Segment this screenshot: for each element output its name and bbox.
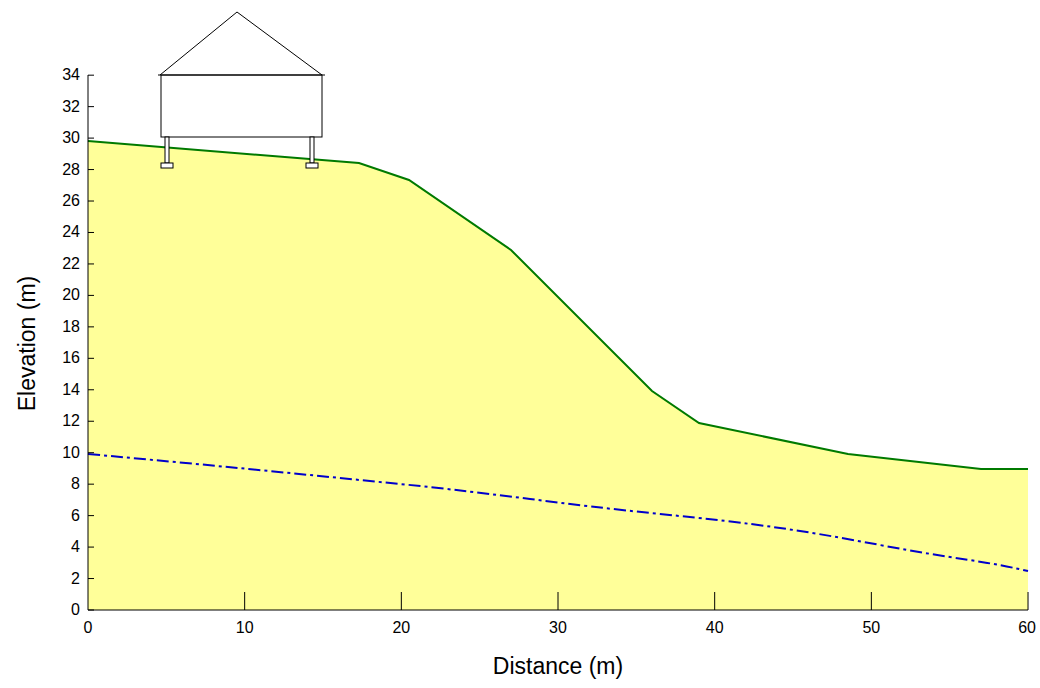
tick-mark [88, 106, 94, 107]
y-tick-label: 8 [71, 476, 80, 492]
x-axis-title: Distance (m) [493, 655, 623, 678]
tick-mark [88, 169, 94, 170]
y-tick-label: 4 [71, 539, 80, 555]
water-table [88, 454, 1028, 571]
y-tick-label: 28 [62, 162, 80, 178]
tick-marks [88, 75, 1028, 610]
x-tick-label: 10 [236, 620, 254, 636]
tick-mark [88, 358, 94, 359]
ground-surface [88, 141, 1028, 469]
y-tick-label: 22 [62, 256, 80, 272]
tick-mark [1028, 592, 1029, 610]
tick-mark [88, 295, 94, 296]
tick-mark [88, 452, 94, 453]
y-tick-label: 26 [62, 193, 80, 209]
tick-mark [871, 592, 872, 610]
x-tick-label: 30 [549, 620, 567, 636]
y-tick-label: 0 [71, 602, 80, 618]
y-tick-label: 16 [62, 350, 80, 366]
tick-mark [88, 484, 94, 485]
y-axis-title: Elevation (m) [17, 275, 40, 410]
x-tick-label: 0 [84, 620, 93, 636]
y-tick-label: 10 [62, 445, 80, 461]
x-tick-label: 50 [862, 620, 880, 636]
tick-mark [714, 592, 715, 610]
y-tick-label: 32 [62, 99, 80, 115]
tick-mark [88, 138, 94, 139]
y-tick-label: 20 [62, 287, 80, 303]
tick-mark [88, 515, 94, 516]
tick-mark [558, 592, 559, 610]
soil-region [88, 141, 1028, 610]
tick-mark [88, 421, 94, 422]
x-tick-label: 60 [1018, 620, 1036, 636]
y-tick-label: 24 [62, 224, 80, 240]
y-tick-label: 6 [71, 508, 80, 524]
tick-mark [88, 232, 94, 233]
house [158, 12, 325, 168]
y-tick-label: 34 [62, 67, 80, 83]
tick-mark [88, 578, 94, 579]
tick-mark [88, 263, 94, 264]
axes [88, 75, 1028, 610]
tick-mark [401, 592, 402, 610]
x-tick-label: 40 [706, 620, 724, 636]
tick-mark [244, 592, 245, 610]
y-tick-label: 12 [62, 413, 80, 429]
y-tick-label: 2 [71, 571, 80, 587]
y-tick-label: 18 [62, 319, 80, 335]
tick-mark [88, 201, 94, 202]
tick-mark [88, 610, 94, 611]
tick-mark [88, 326, 94, 327]
tick-mark [88, 75, 94, 76]
x-tick-label: 20 [392, 620, 410, 636]
y-tick-label: 14 [62, 382, 80, 398]
tick-mark [88, 389, 94, 390]
tick-mark [88, 547, 94, 548]
y-tick-label: 30 [62, 130, 80, 146]
